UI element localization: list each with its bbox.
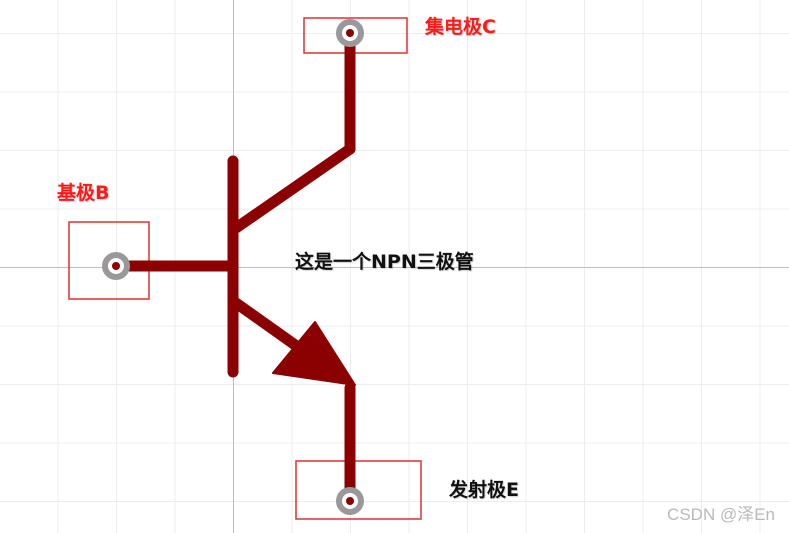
emitter-label: 发射极E: [449, 479, 519, 501]
description-label: 这是一个NPN三极管: [295, 251, 474, 273]
collector-diagonal: [230, 143, 356, 234]
watermark: CSDN @泽En: [667, 505, 775, 524]
collector-label: 集电极C: [425, 16, 496, 38]
emitter-arrow: [272, 321, 356, 386]
emitter-pin-dot: [346, 497, 354, 505]
collector-pin-dot: [346, 29, 354, 37]
emitter-pad-box[interactable]: [295, 460, 422, 520]
base-label: 基极B: [57, 182, 110, 204]
base-pin-dot: [112, 262, 120, 270]
